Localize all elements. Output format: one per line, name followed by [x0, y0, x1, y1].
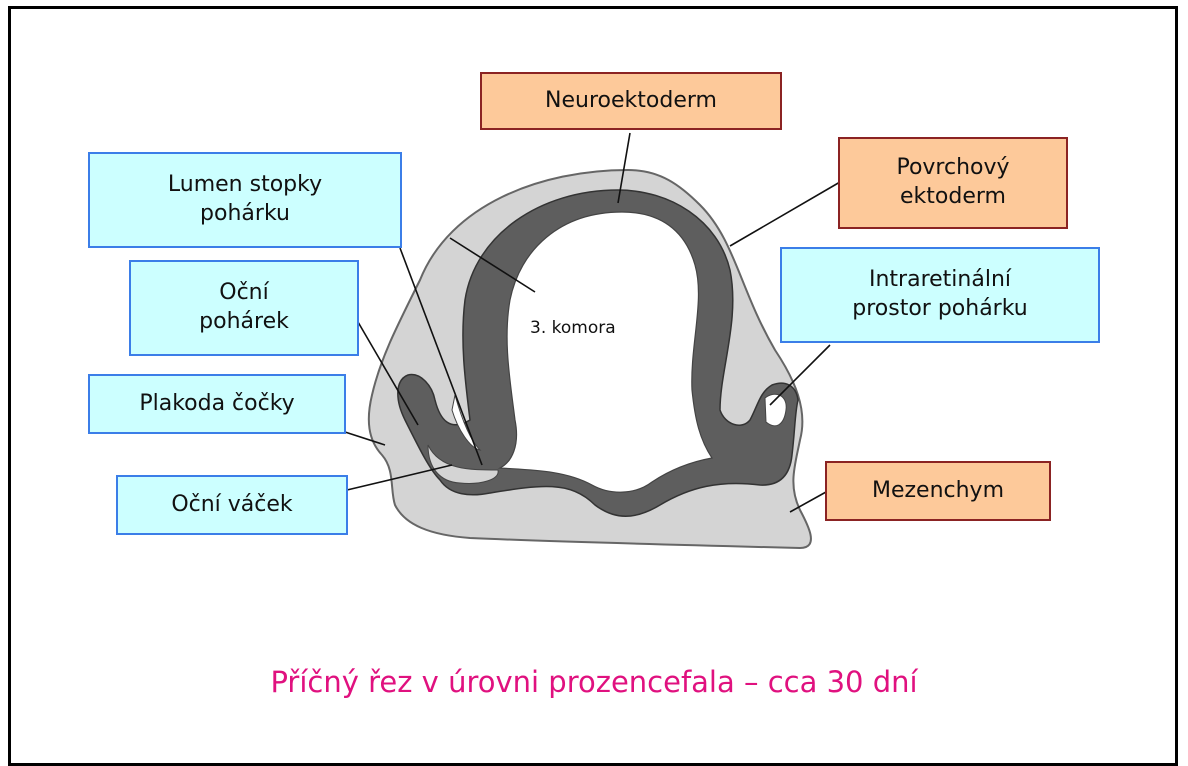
label-ocni-vacek: Oční váček [116, 475, 348, 535]
third-ventricle [497, 211, 714, 493]
slide-caption: Příčný řez v úrovni prozencefala – cca 3… [270, 665, 918, 699]
label-ocni-poharek: Oční pohárek [129, 260, 359, 356]
stalk-lumen [451, 394, 482, 451]
label-plakoda-cocky: Plakoda čočky [88, 374, 346, 434]
leader-lines [344, 132, 841, 513]
optic-vesicle-lumen [427, 444, 499, 484]
intraretinal-space [764, 393, 787, 427]
label-third-ventricle: 3. komora [530, 318, 616, 338]
label-neuroektoderm: Neuroektoderm [480, 72, 782, 130]
label-lumen-stopky: Lumen stopky pohárku [88, 152, 402, 248]
label-povrchovy-ektoderm: Povrchový ektoderm [838, 137, 1068, 229]
label-mezenchym: Mezenchym [825, 461, 1051, 521]
label-intraretinalni: Intraretinální prostor pohárku [780, 247, 1100, 343]
